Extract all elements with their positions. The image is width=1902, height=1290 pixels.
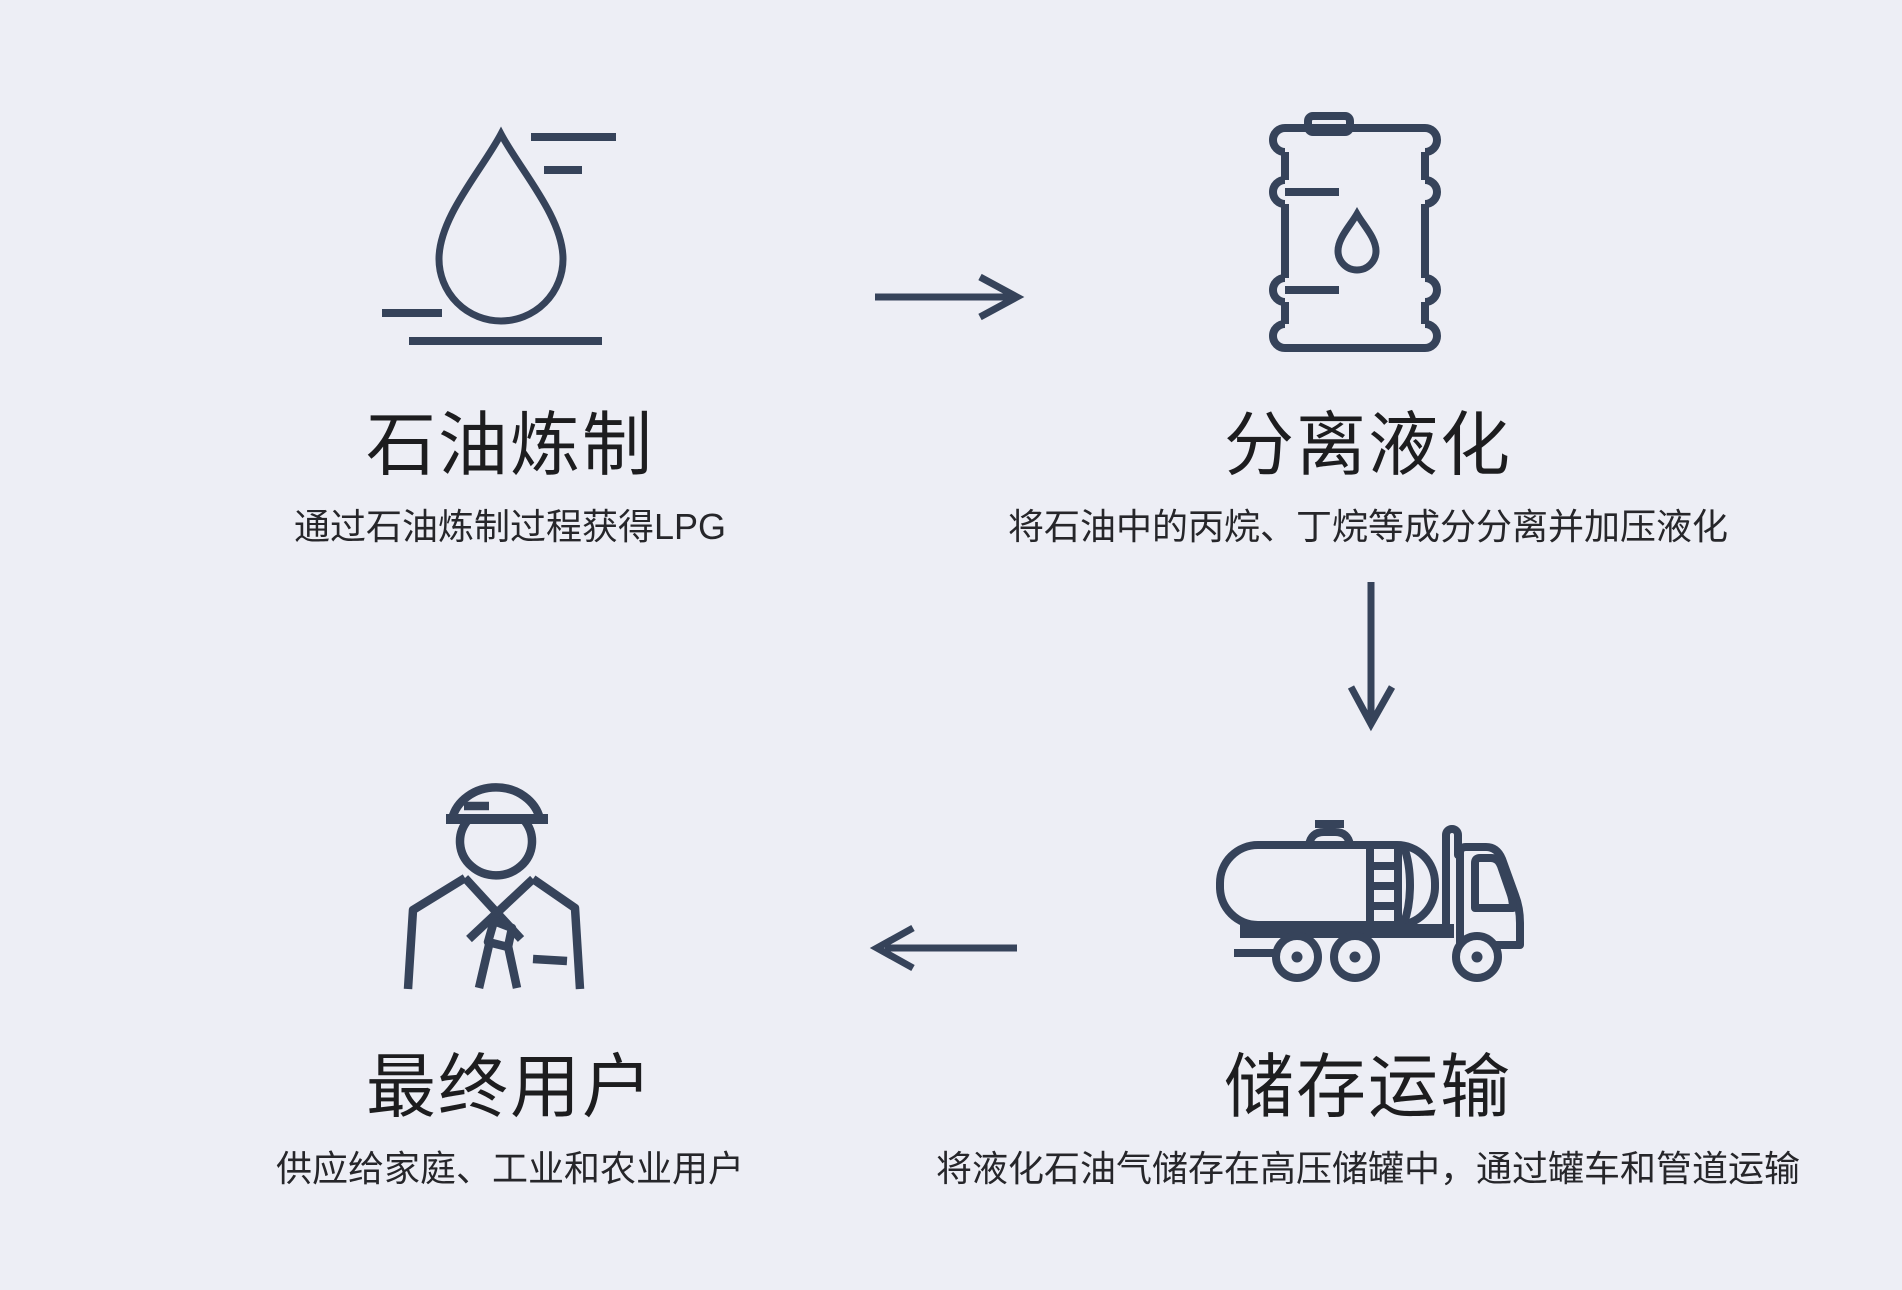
step-title: 分离液化 [1224, 406, 1512, 484]
step-title: 最终用户 [366, 1048, 654, 1126]
step-title: 石油炼制 [366, 406, 654, 484]
oil-drop-icon [370, 108, 650, 368]
step-description: 将石油中的丙烷、丁烷等成分分离并加压液化 [1007, 506, 1728, 547]
arrow-down-icon [1335, 575, 1410, 735]
worker-icon [390, 780, 630, 1010]
step-description: 供应给家庭、工业和农业用户 [275, 1148, 744, 1189]
oil-barrel-icon [1253, 108, 1483, 368]
arrow-left-icon [865, 915, 1030, 985]
step-description: 将液化石油气储存在高压储罐中，通过罐车和管道运输 [935, 1148, 1800, 1189]
step-oil-refining: 石油炼制 通过石油炼制过程获得LPG [160, 108, 860, 547]
step-title: 储存运输 [1224, 1048, 1512, 1126]
step-storage-transport: 储存运输 将液化石油气储存在高压储罐中，通过罐车和管道运输 [918, 780, 1818, 1189]
step-separation: 分离液化 将石油中的丙烷、丁烷等成分分离并加压液化 [948, 108, 1788, 547]
tanker-truck-icon [1198, 780, 1538, 1010]
step-description: 通过石油炼制过程获得LPG [293, 506, 727, 547]
step-end-users: 最终用户 供应给家庭、工业和农业用户 [160, 780, 860, 1189]
arrow-right-icon [860, 265, 1030, 335]
